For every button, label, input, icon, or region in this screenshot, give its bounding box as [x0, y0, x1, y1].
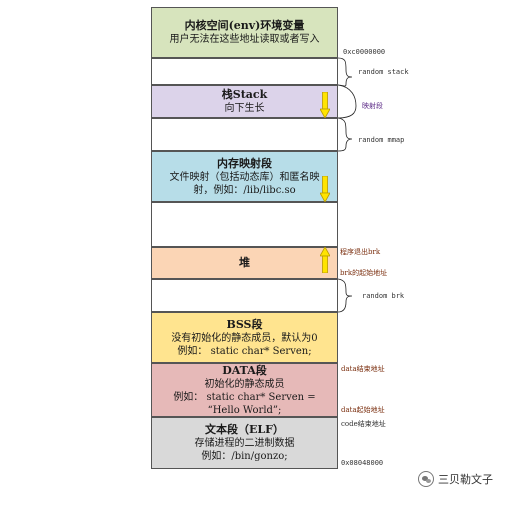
gap-segment-1	[151, 58, 338, 85]
random-stack-label: random stack	[358, 68, 409, 76]
heap-title: 堆	[239, 256, 250, 269]
data-segment: DATA段 初始化的静态成员 例如： static char* Serven =…	[151, 363, 338, 417]
gap-segment-3	[151, 202, 338, 247]
data-desc-3: “Hello World”;	[207, 404, 282, 416]
bss-desc-2: 例如： static char* Serven;	[177, 345, 312, 357]
brk-expand-label: 程序退出brk	[340, 248, 381, 256]
random-brk-label: random brk	[362, 292, 405, 300]
map-segment-label: 映射段	[362, 102, 383, 110]
text-desc-2: 例如：/bin/gonzo;	[201, 451, 288, 462]
data-desc-1: 初始化的静态成员	[204, 378, 285, 390]
wechat-logo-icon	[418, 471, 434, 487]
watermark-text: 三贝勒文子	[438, 473, 493, 486]
bss-segment: BSS段 没有初始化的静态成员，默认为0 例如： static char* Se…	[151, 312, 338, 363]
data-title: DATA段	[222, 363, 267, 377]
text-title: 文本段（ELF）	[205, 423, 284, 436]
mmap-segment: 内存映射段 文件映射（包括动态库）和匿名映射，例如：/lib/libc.so	[151, 151, 338, 202]
random-mmap-label: random mmap	[358, 136, 405, 144]
data-end-label: data结束地址	[341, 365, 385, 373]
mmap-title: 内存映射段	[217, 156, 272, 170]
kernel-space-title: 内核空间(env)环境变量	[184, 19, 305, 32]
text-desc-1: 存储进程的二进制数据	[194, 438, 295, 449]
watermark: 三贝勒文子	[418, 471, 493, 487]
bss-title: BSS段	[226, 317, 263, 331]
text-segment: 文本段（ELF） 存储进程的二进制数据 例如：/bin/gonzo;	[151, 417, 338, 469]
mmap-desc: 文件映射（包括动态库）和匿名映射，例如：/lib/libc.so	[169, 171, 320, 196]
stack-title: 栈Stack	[221, 88, 268, 101]
addr-bottom-label: 0x08048000	[341, 459, 384, 467]
kernel-space-desc: 用户无法在这些地址读取或者写入	[169, 34, 320, 45]
data-start-label: data起始地址	[341, 406, 385, 414]
code-end-label: code结束地址	[341, 420, 386, 428]
brk-start-label: brk的起始地址	[340, 269, 388, 277]
data-desc-2: 例如： static char* Serven =	[173, 391, 316, 403]
stack-desc: 向下生长	[224, 103, 265, 114]
gap-segment-4	[151, 279, 338, 312]
addr-top-label: 0xc0000000	[343, 48, 386, 56]
heap-segment: 堆	[151, 247, 338, 279]
mmap-down-arrow-icon	[320, 176, 330, 202]
stack-down-arrow-icon	[320, 92, 330, 118]
bss-desc-1: 没有初始化的静态成员，默认为0	[171, 332, 318, 344]
heap-up-arrow-icon	[320, 247, 330, 273]
stack-segment: 栈Stack 向下生长	[151, 85, 338, 118]
kernel-space-segment: 内核空间(env)环境变量 用户无法在这些地址读取或者写入	[151, 7, 338, 58]
gap-segment-2	[151, 118, 338, 151]
